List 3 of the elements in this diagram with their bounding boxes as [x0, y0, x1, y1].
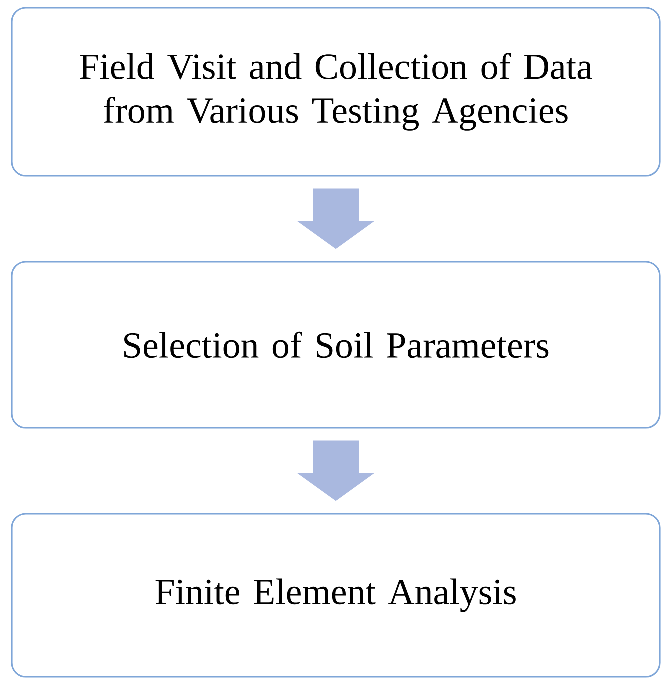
process-box: Selection of Soil Parameters — [11, 261, 661, 429]
process-box: Field Visit and Collection of Data from Various Testing Agencies — [11, 7, 661, 177]
process-box: Finite Element Analysis — [11, 513, 661, 678]
